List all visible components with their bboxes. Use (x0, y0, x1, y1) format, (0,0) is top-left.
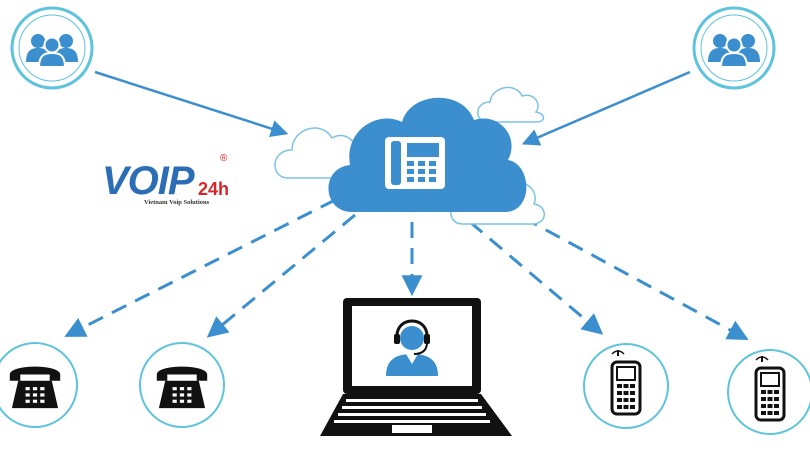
headset-agent-icon (386, 319, 438, 376)
arrow-user-left-to-cloud (94, 70, 289, 138)
arrow-cloud-to-phone-2 (206, 213, 356, 338)
user-group-icon (708, 34, 760, 68)
telephone-icon (9, 366, 61, 409)
logo-tagline: Vietnam Voip Solutions (144, 199, 210, 206)
cloud-outline-small (477, 86, 545, 123)
user-group-left (10, 6, 94, 90)
mobile-phone-1 (583, 343, 669, 429)
logo-brand: VOIP (102, 159, 195, 203)
voip24h-logo: VOIP 24h ® Vietnam Voip Solutions (102, 153, 252, 213)
telephone-icon (156, 366, 208, 409)
user-group-right (692, 6, 776, 90)
user-group-icon (26, 34, 78, 68)
mobile-phone-2 (727, 349, 810, 435)
desk-phone-icon (385, 137, 445, 189)
arrow-cloud-to-mobile-2 (499, 203, 749, 341)
arrow-user-right-to-cloud (521, 70, 691, 146)
arrow-cloud-to-phone-1 (64, 198, 336, 337)
logo-registered-mark: ® (220, 153, 228, 164)
desk-phone-1 (0, 342, 78, 428)
arrow-cloud-to-mobile-1 (469, 220, 604, 335)
laptop-agent (320, 298, 512, 436)
desk-phone-2 (139, 342, 225, 428)
logo-suffix: 24h (198, 179, 230, 199)
